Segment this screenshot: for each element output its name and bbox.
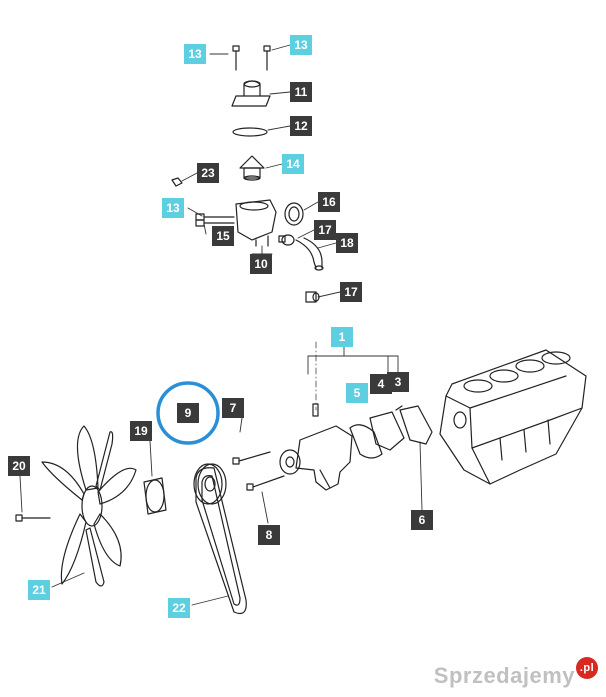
callout-17: 17 (340, 282, 362, 302)
callout-20: 20 (8, 456, 30, 476)
clamp-17-upper (278, 234, 295, 246)
fan-21 (41, 425, 137, 587)
callout-1: 1 (331, 327, 353, 347)
v-belt-22-inner (201, 475, 241, 606)
bolt-20 (15, 514, 51, 522)
bolt-13-left (232, 45, 240, 71)
nut-23 (171, 177, 183, 187)
engine-block (439, 349, 587, 485)
dowel-pin (312, 403, 319, 417)
plate-4 (369, 411, 405, 451)
callout-4: 4 (370, 374, 392, 394)
callout-10: 10 (250, 254, 272, 274)
thermostat-14 (239, 155, 265, 181)
callout-15: 15 (212, 226, 234, 246)
callout-18: 18 (336, 233, 358, 253)
thermostat-cover-11 (231, 80, 271, 107)
watermark: Sprzedajemy.pl (433, 657, 598, 689)
callout-12: 12 (290, 116, 312, 136)
callout-17: 17 (314, 220, 336, 240)
water-pump (279, 425, 353, 491)
callout-13: 13 (162, 198, 184, 218)
callout-13: 13 (290, 35, 312, 55)
hose-18 (295, 237, 323, 269)
gasket-12 (232, 127, 268, 137)
callout-14: 14 (282, 154, 304, 174)
bolt-3 (395, 405, 403, 411)
callout-21: 21 (28, 580, 50, 600)
callout-8: 8 (258, 525, 280, 545)
bolt-7 (232, 451, 271, 465)
callout-19: 19 (130, 421, 152, 441)
pulley-9 (193, 463, 227, 505)
callout-6: 6 (411, 510, 433, 530)
callout-23: 23 (197, 163, 219, 183)
callout-3: 3 (387, 372, 409, 392)
watermark-text: Sprzedajemy (433, 663, 575, 688)
bolt-15 (195, 213, 235, 227)
thermostat-housing-10 (235, 199, 277, 247)
callout-9: 9 (177, 403, 199, 423)
callout-22: 22 (168, 598, 190, 618)
bolt-13-right (263, 45, 271, 71)
spacer-19 (143, 477, 167, 515)
callout-16: 16 (318, 192, 340, 212)
watermark-badge: .pl (576, 657, 598, 679)
callout-5: 5 (346, 383, 368, 403)
callout-11: 11 (290, 82, 312, 102)
highlight-ring (156, 381, 220, 445)
v-belt-22 (195, 467, 247, 615)
callout-13: 13 (184, 44, 206, 64)
bolt-8 (246, 475, 285, 491)
callout-7: 7 (222, 398, 244, 418)
ring-16 (284, 202, 304, 226)
hose-18-end (314, 265, 324, 271)
clamp-17-lower (305, 291, 320, 303)
gasket-6 (399, 405, 433, 445)
pump-gasket-5 (349, 424, 383, 459)
